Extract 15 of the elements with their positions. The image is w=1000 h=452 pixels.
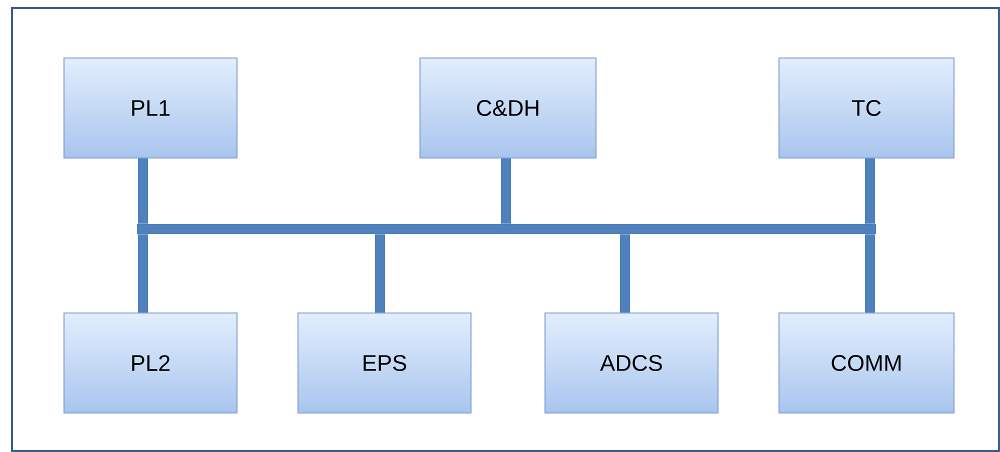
bus-connector: [865, 158, 875, 224]
process-box: COMM: [778, 312, 955, 414]
bus-connector: [138, 234, 148, 312]
bus-connector: [375, 234, 385, 312]
bus-connector: [138, 158, 148, 224]
process-box: PL2: [63, 312, 238, 414]
process-box: EPS: [297, 312, 472, 414]
bus-bar: [137, 224, 876, 234]
process-box: PL1: [63, 57, 238, 159]
bus-connector: [620, 234, 630, 312]
bus-connector: [501, 158, 511, 224]
process-box: C&DH: [419, 57, 597, 159]
process-box: ADCS: [544, 312, 719, 414]
bus-connector: [865, 234, 875, 312]
process-box: TC: [778, 57, 955, 159]
